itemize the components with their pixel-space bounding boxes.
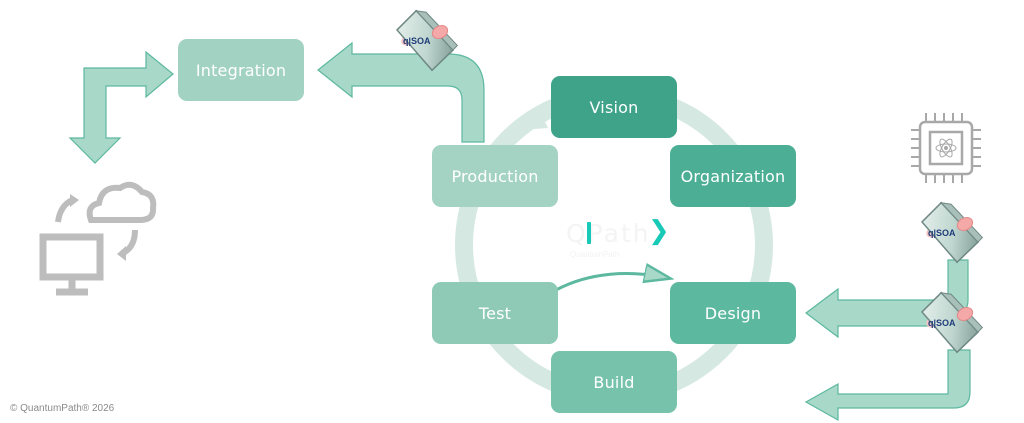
stage-design[interactable]: Design bbox=[670, 282, 796, 344]
integration-inbound-arrow bbox=[68, 50, 174, 164]
copyright-text: © QuantumPath® 2026 bbox=[10, 403, 115, 414]
stage-organization[interactable]: Organization bbox=[670, 145, 796, 207]
logo-chevron-icon: ❯ bbox=[648, 216, 670, 246]
qsoa-badge-label: q|SOA bbox=[928, 228, 956, 238]
atom-icon bbox=[935, 138, 957, 158]
qsoa-badge-icon bbox=[920, 201, 984, 264]
qsoa-badge-label: q|SOA bbox=[928, 318, 956, 328]
cycle-ring-arrowhead bbox=[520, 112, 548, 130]
logo-text: QPath bbox=[566, 219, 651, 248]
logo-bar-mark bbox=[587, 222, 591, 244]
cloud-sync-computer-icon bbox=[39, 181, 157, 296]
stage-test[interactable]: Test bbox=[432, 282, 558, 344]
qsoa-badge-icon bbox=[395, 9, 459, 72]
integration-box[interactable]: Integration bbox=[178, 39, 304, 101]
qsoa-badge-label: q|SOA bbox=[403, 36, 431, 46]
logo-subtext: QuantumPath bbox=[570, 250, 620, 259]
quantum-chip-icon bbox=[911, 113, 981, 183]
stage-build[interactable]: Build bbox=[551, 351, 677, 413]
qsoa-outbound-arrow bbox=[804, 349, 971, 422]
stage-production[interactable]: Production bbox=[432, 145, 558, 207]
test-to-design-arrow bbox=[555, 274, 668, 292]
production-to-integration-arrow bbox=[317, 41, 485, 143]
qsoa-badge-icon bbox=[920, 291, 984, 354]
stage-vision[interactable]: Vision bbox=[551, 76, 677, 138]
